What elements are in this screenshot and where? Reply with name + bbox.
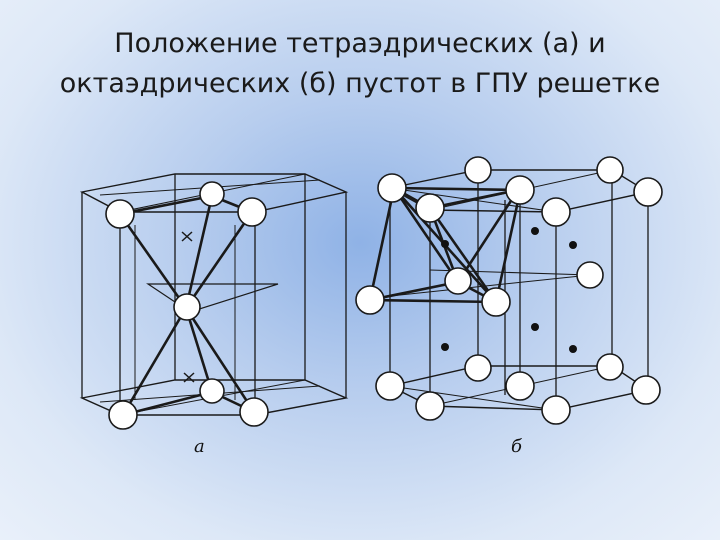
figure-b-label: б — [511, 436, 522, 457]
atom-icon — [465, 157, 491, 183]
atom-icon — [106, 200, 134, 228]
filled-dot-icon — [531, 227, 539, 235]
atom-icon — [356, 286, 384, 314]
figure-a-tetrahedral — [82, 174, 346, 429]
atom-icon — [542, 396, 570, 424]
cross-mark-icon — [182, 232, 192, 241]
fig-a-mid-plane — [148, 284, 278, 312]
figure-a-label: а — [194, 436, 205, 457]
atom-icon — [109, 401, 137, 429]
atom-icon — [376, 372, 404, 400]
atom-icon — [465, 355, 491, 381]
filled-dot-icon — [569, 241, 577, 249]
atom-icon — [416, 194, 444, 222]
atom-icon — [634, 178, 662, 206]
fig-b-atoms — [356, 157, 662, 424]
atom-icon — [597, 157, 623, 183]
atom-icon — [577, 262, 603, 288]
atom-icon — [416, 392, 444, 420]
filled-dot-icon — [441, 343, 449, 351]
atom-icon — [506, 372, 534, 400]
fig-a-upper-tetrahedron — [120, 196, 252, 308]
atom-icon — [200, 182, 224, 206]
figure-b-octahedral — [356, 157, 662, 424]
filled-dot-icon — [441, 240, 449, 248]
atom-icon — [597, 354, 623, 380]
atom-icon — [200, 379, 224, 403]
atom-icon — [542, 198, 570, 226]
atom-icon — [482, 288, 510, 316]
atom-icon — [240, 398, 268, 426]
filled-dot-icon — [569, 345, 577, 353]
atom-icon — [632, 376, 660, 404]
atom-icon — [378, 174, 406, 202]
atom-icon — [506, 176, 534, 204]
atom-icon — [174, 294, 200, 320]
atom-icon — [238, 198, 266, 226]
filled-dot-icon — [531, 323, 539, 331]
atom-icon — [445, 268, 471, 294]
